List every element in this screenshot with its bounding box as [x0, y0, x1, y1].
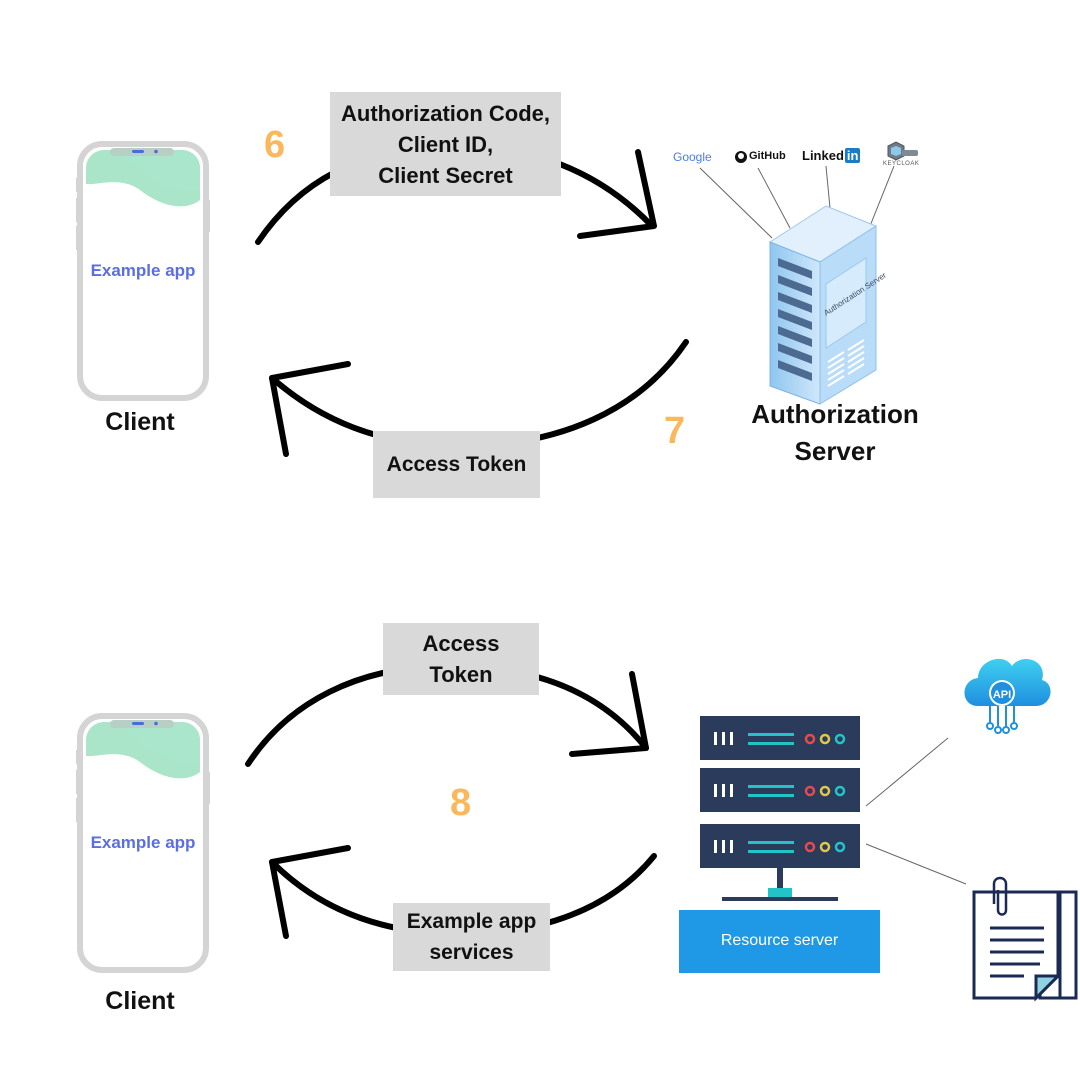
google-logo-text: Google	[673, 150, 712, 164]
github-logo: GitHub	[749, 150, 786, 162]
keycloak-icon	[887, 141, 918, 161]
provider-connector-lines	[699, 165, 895, 239]
bottom-example-app-text: Example app	[90, 833, 196, 852]
bottom-client-label: Client	[105, 987, 175, 1015]
google-logo: Google	[673, 150, 712, 164]
keycloak-logo-text: KEYCLOAK	[883, 161, 920, 167]
server-unit-2	[700, 768, 860, 812]
document-icon	[972, 876, 1078, 1002]
example-app-services-box: Example app services	[393, 903, 550, 971]
resource-server-base	[679, 910, 880, 973]
step-6: 6	[264, 124, 286, 166]
rack-drive-slots	[778, 258, 812, 381]
linkedin-in-badge: in	[844, 148, 861, 163]
top-client-phone	[76, 141, 210, 401]
rack-vents	[827, 339, 865, 387]
step-8: 8	[450, 782, 472, 824]
server-unit-3	[700, 824, 860, 868]
resource-server	[679, 716, 967, 973]
access-token-box-bottom: Access Token	[383, 623, 539, 695]
api-cloud-icon: API	[964, 658, 1051, 734]
linkedin-logo-text: Linked	[802, 148, 844, 163]
github-icon	[735, 151, 747, 163]
authorization-code-box: Authorization Code, Client ID, Client Se…	[330, 92, 561, 196]
authorization-server-rack: Authorization Server	[699, 165, 895, 405]
access-token-box-top: Access Token	[373, 431, 540, 498]
top-example-app-text: Example app	[90, 261, 196, 280]
authorization-server-label: Authorization Server	[751, 399, 919, 466]
server-unit-1	[700, 716, 860, 760]
resource-server-label: Resource server	[720, 932, 839, 949]
api-icon-label: API	[993, 689, 1011, 701]
top-client-label: Client	[105, 408, 175, 436]
step-7: 7	[664, 410, 686, 452]
bottom-client-phone	[76, 713, 210, 973]
